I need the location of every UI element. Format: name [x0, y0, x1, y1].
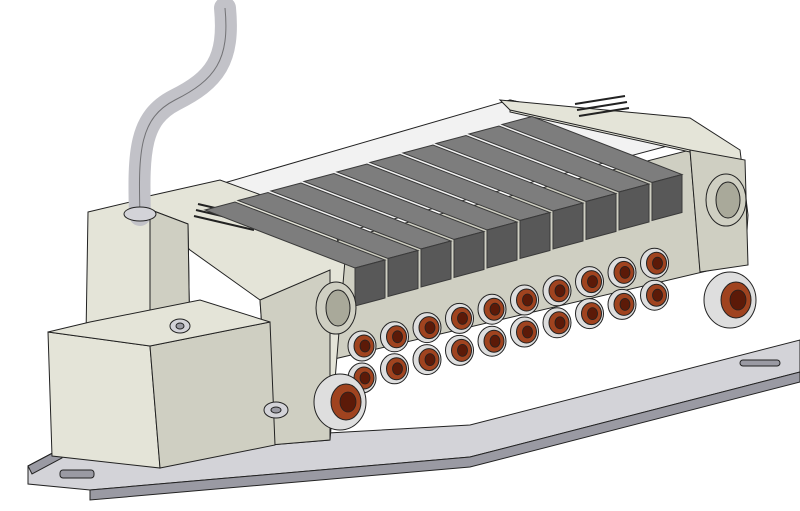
rail-slot	[739, 359, 781, 367]
valve-station	[269, 182, 453, 288]
port-fitting	[575, 298, 604, 330]
port-fitting	[542, 275, 572, 307]
valve-front-face	[387, 249, 419, 298]
port-fitting	[477, 293, 507, 325]
valve-front-face	[618, 183, 650, 231]
port-fitting	[607, 256, 637, 288]
valve-front-face	[585, 192, 617, 241]
port-fitting	[445, 334, 474, 366]
port-fitting	[477, 325, 507, 357]
port-fitting	[380, 321, 409, 353]
mounting-screw	[263, 401, 289, 419]
valve-front-face	[552, 202, 584, 250]
right-main-port	[703, 271, 757, 329]
port-fitting	[575, 266, 604, 298]
right-side-cap	[705, 173, 747, 227]
connector-base-block	[47, 331, 161, 469]
port-array	[347, 247, 669, 394]
port-fitting	[640, 279, 669, 311]
vent-slots-right	[574, 95, 630, 117]
port-fitting	[510, 284, 539, 316]
valve-station	[203, 201, 387, 307]
valve-front-face	[420, 240, 452, 288]
port-fitting	[412, 312, 442, 344]
valve-station	[401, 144, 585, 250]
port-fitting	[412, 344, 442, 376]
port-fitting	[510, 316, 539, 348]
valve-front-face	[519, 211, 551, 260]
rail-slot	[59, 469, 95, 479]
left-main-port	[313, 373, 367, 431]
port-fitting	[347, 330, 377, 362]
valve-station	[434, 134, 618, 241]
port-fitting	[542, 307, 572, 339]
left-side-cap	[315, 281, 357, 335]
valve-station	[302, 172, 486, 279]
mounting-screw	[169, 318, 191, 334]
valve-front-face	[486, 221, 518, 269]
cable-gland	[123, 206, 157, 222]
valve-station	[467, 125, 651, 231]
port-fitting	[640, 247, 669, 279]
port-fitting	[607, 288, 637, 320]
valve-station	[335, 163, 519, 269]
port-fitting	[380, 353, 409, 385]
valve-stations	[203, 115, 684, 307]
valve-station	[500, 115, 684, 222]
valve-station	[368, 153, 552, 260]
valve-front-face	[453, 230, 485, 279]
port-fitting	[445, 302, 474, 334]
valve-front-face	[651, 173, 683, 222]
valve-front-face	[354, 259, 386, 307]
valve-station	[236, 191, 420, 298]
cable-outline	[138, 7, 227, 216]
